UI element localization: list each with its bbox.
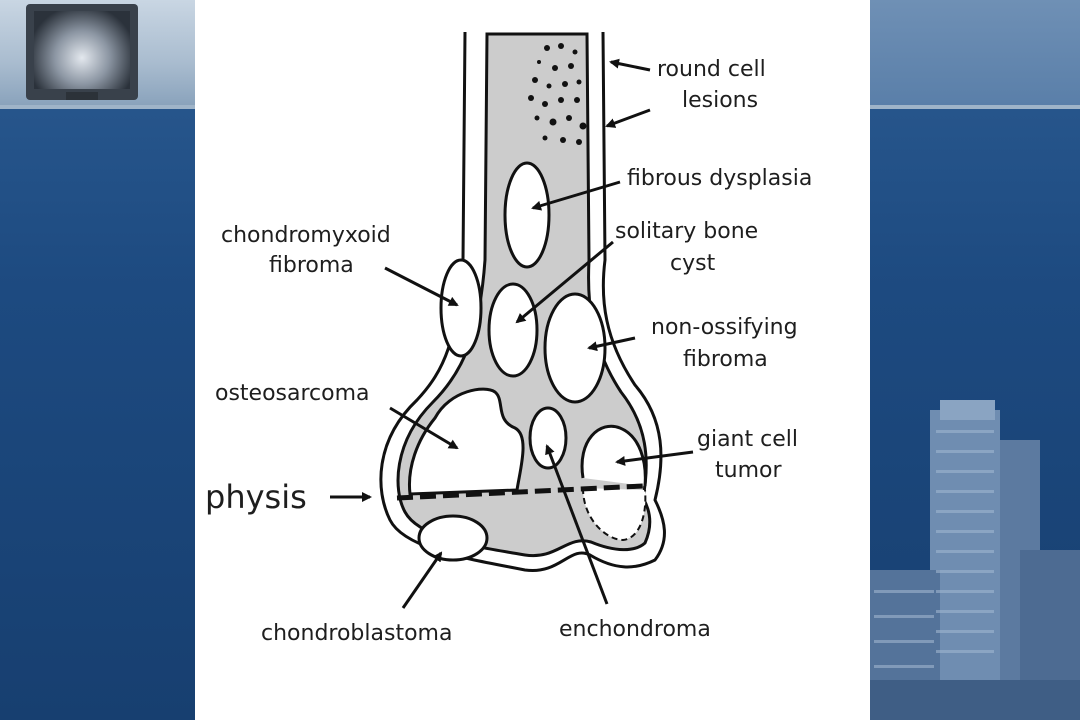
bone-outline [379, 31, 666, 573]
giant-cell-tumor-lesion [580, 424, 647, 487]
label-fibroma-right: fibroma [683, 347, 768, 372]
label-tumor: tumor [715, 458, 782, 483]
label-non-ossifying: non-ossifying [651, 315, 798, 340]
monitor-stand [66, 92, 98, 100]
xray-screen [34, 11, 130, 89]
osteosarcoma-lesion [407, 387, 525, 496]
header-divider-left [0, 105, 195, 109]
header-divider-right [870, 105, 1080, 109]
bone-lesion-diagram: round cell lesions fibrous dysplasia sol… [205, 31, 812, 646]
city-buildings-image [870, 400, 1080, 720]
solitary-bone-cyst-lesion [487, 282, 539, 378]
pointer-arrows [330, 58, 694, 609]
xray-monitor-icon [26, 4, 138, 100]
non-ossifying-fibroma-lesion [543, 292, 607, 404]
chondromyxoid-fibroma-lesion [439, 258, 483, 358]
header-band-right [870, 0, 1080, 105]
label-fibrous-dysplasia: fibrous dysplasia [627, 166, 812, 191]
chondroblastoma-lesion [417, 514, 489, 562]
label-solitary-bone: solitary bone [615, 219, 758, 244]
giant-cell-tumor-lower [582, 487, 647, 542]
label-chondromyxoid: chondromyxoid [221, 223, 391, 248]
label-physis: physis [205, 478, 307, 516]
label-cyst: cyst [670, 251, 716, 276]
label-chondroblastoma: chondroblastoma [261, 621, 452, 646]
label-enchondroma: enchondroma [559, 617, 711, 642]
round-cell-dots [528, 43, 587, 145]
label-osteosarcoma: osteosarcoma [215, 381, 370, 406]
label-round-cell: round cell [657, 57, 766, 82]
fibrous-dysplasia-lesion [503, 161, 551, 269]
diagram-panel: round cell lesions fibrous dysplasia sol… [195, 0, 870, 720]
label-lesions: lesions [682, 88, 758, 113]
enchondroma-lesion [528, 406, 568, 470]
label-giant-cell: giant cell [697, 427, 798, 452]
header-band-left [0, 0, 195, 105]
label-fibroma-left: fibroma [269, 253, 354, 278]
physis-line [396, 483, 644, 501]
